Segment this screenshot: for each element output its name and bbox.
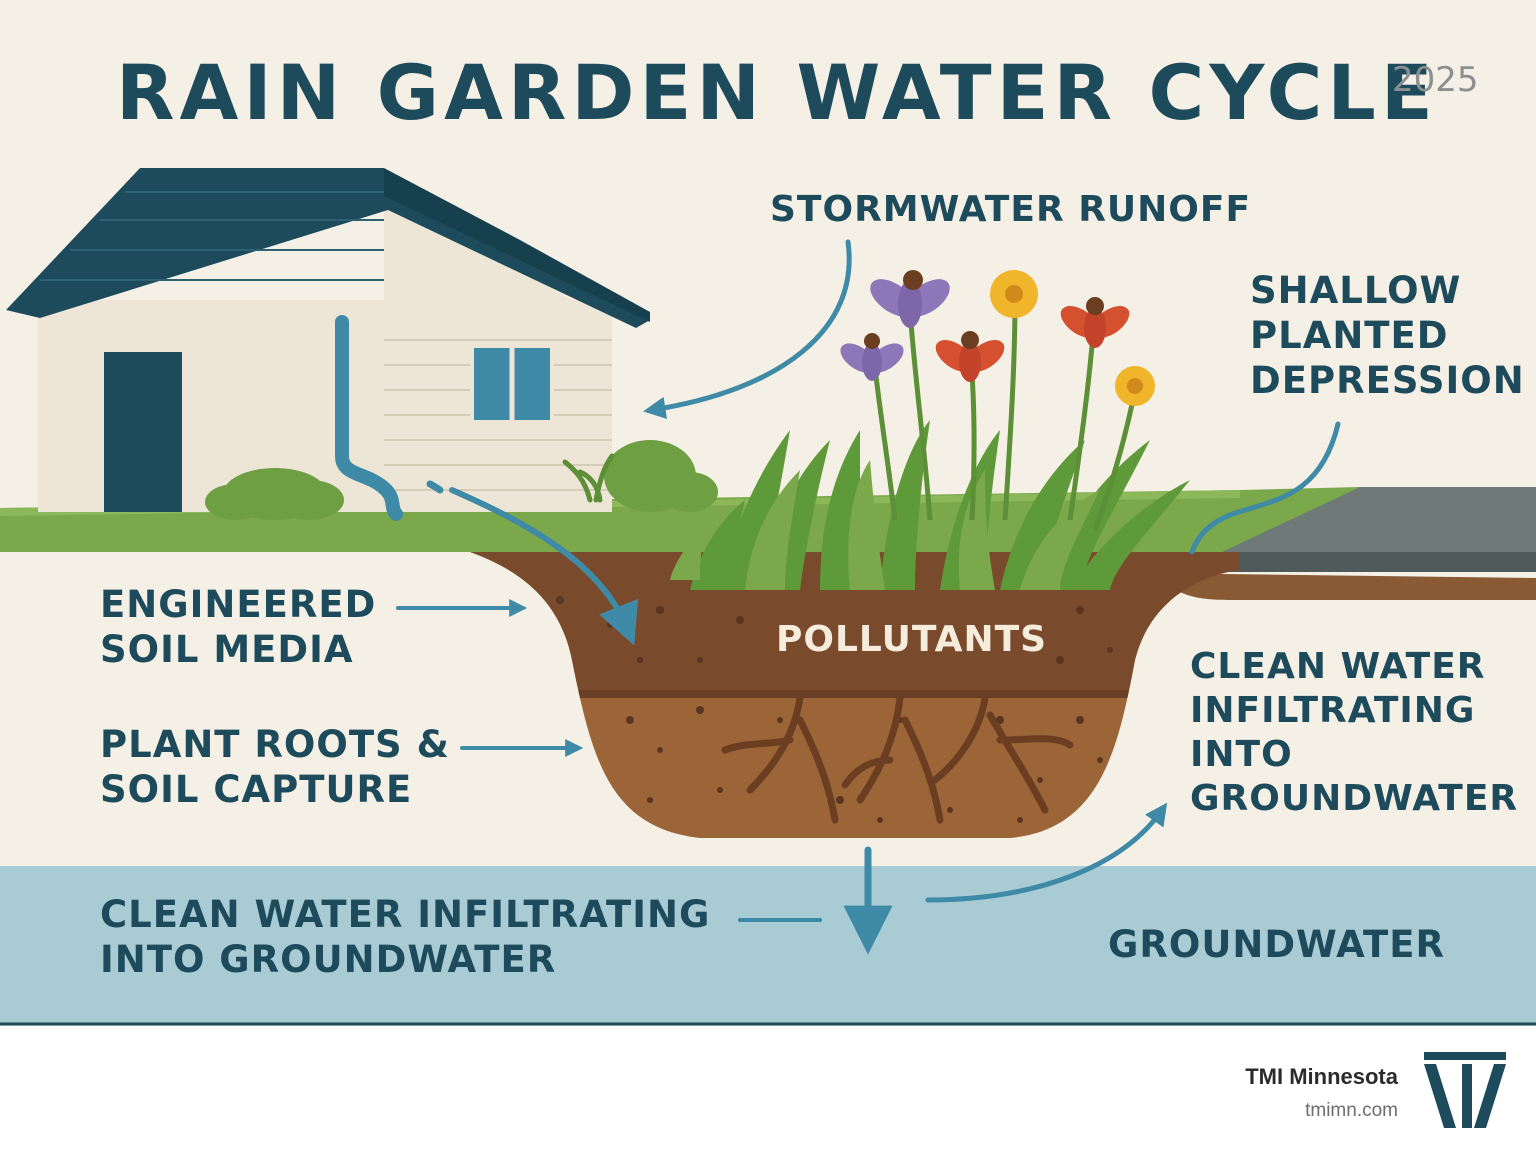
label-plant-roots-soil-capture: PLANT ROOTS & SOIL CAPTURE bbox=[100, 723, 450, 812]
flower-yellow-right bbox=[1115, 366, 1155, 406]
label-groundwater: GROUNDWATER bbox=[1108, 923, 1445, 966]
bushes bbox=[205, 440, 718, 520]
flower-red-right bbox=[1060, 297, 1130, 348]
pavement bbox=[1222, 487, 1536, 572]
label-engineered-soil-media: ENGINEERED SOIL MEDIA bbox=[100, 583, 377, 672]
label-pollutants: POLLUTANTS bbox=[776, 619, 1048, 660]
label-shallow-planted-depression: SHALLOW PLANTED DEPRESSION bbox=[1250, 269, 1525, 403]
label-clean-water-left: CLEAN WATER INFILTRATING INTO GROUNDWATE… bbox=[100, 893, 711, 982]
page-title: RAIN GARDEN WATER CYCLE bbox=[116, 48, 1438, 137]
garden-plants bbox=[670, 270, 1190, 590]
door bbox=[104, 352, 182, 512]
plant-roots bbox=[721, 694, 1074, 824]
brand-name: TMI Minnesota bbox=[1245, 1064, 1398, 1089]
year-label: 2025 bbox=[1392, 60, 1479, 100]
label-clean-water-right: CLEAN WATER INFILTRATING INTO GROUNDWATE… bbox=[1190, 646, 1519, 819]
flower-yellow-top bbox=[990, 270, 1038, 318]
footer-band bbox=[0, 1026, 1536, 1154]
runoff-flow-arrow bbox=[449, 487, 639, 646]
groundwater-up-arrow bbox=[925, 802, 1168, 903]
brand-url: tmimn.com bbox=[1305, 1100, 1398, 1121]
flower-purple-large bbox=[870, 270, 950, 328]
flower-red-center bbox=[935, 331, 1005, 382]
stormwater-pointer-arrow bbox=[643, 239, 852, 420]
house bbox=[6, 168, 650, 512]
groundwater-band bbox=[0, 866, 1536, 1024]
downspout bbox=[335, 315, 403, 521]
flower-purple-small bbox=[840, 333, 904, 381]
label-stormwater-runoff: STORMWATER RUNOFF bbox=[770, 189, 1252, 230]
tmi-logo-icon bbox=[1424, 1052, 1506, 1128]
depression-pointer-line bbox=[1189, 421, 1341, 555]
